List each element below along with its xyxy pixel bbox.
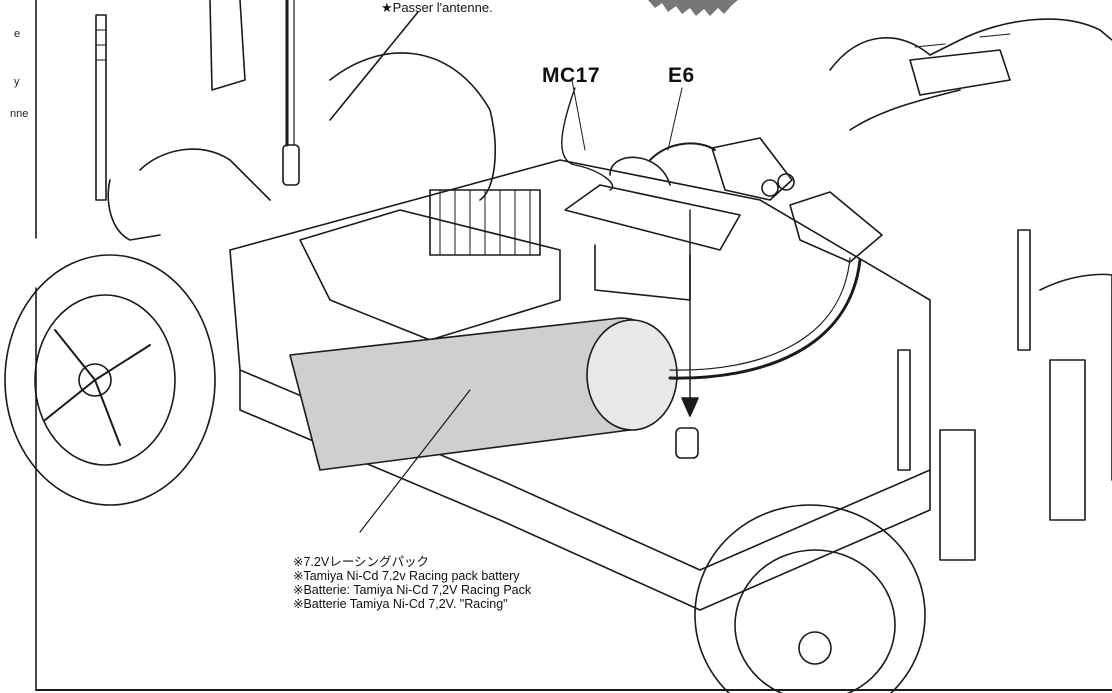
battery-note-fr: ※Batterie Tamiya Ni-Cd 7,2V. "Racing" bbox=[293, 597, 508, 611]
front-right-rim bbox=[734, 549, 896, 693]
battery-connector bbox=[789, 191, 883, 263]
esc-housing bbox=[609, 156, 671, 186]
heatsink-fins bbox=[439, 189, 531, 256]
margin-fragment-1: e bbox=[14, 28, 21, 40]
center-plate bbox=[299, 209, 561, 341]
post-holes bbox=[95, 29, 107, 61]
install-arrow-head bbox=[681, 397, 699, 417]
inset-hands bbox=[829, 18, 1112, 71]
margin-fragment-2: y bbox=[14, 76, 20, 88]
badge-starburst bbox=[648, 0, 738, 16]
left-body-post bbox=[95, 14, 107, 201]
battery-notes: ※7.2Vレーシングパック ※Tamiya Ni-Cd 7.2v Racing … bbox=[293, 555, 531, 611]
antenna-note: ★Passer l'antenne. bbox=[381, 0, 493, 15]
antenna-leader-line bbox=[329, 11, 419, 121]
e6-pin-a bbox=[761, 179, 779, 197]
suspension-arm-left bbox=[139, 148, 271, 201]
esc-top bbox=[564, 184, 741, 251]
battery-lead-inner bbox=[669, 257, 851, 371]
e6-leader-line bbox=[667, 87, 683, 151]
battery-leader-line bbox=[359, 389, 471, 533]
e6-pin-b bbox=[777, 173, 795, 191]
shock-right-front bbox=[939, 429, 976, 561]
mc17-leader-line bbox=[571, 79, 586, 151]
e6-wires bbox=[649, 142, 716, 161]
inset-pull-arrows bbox=[914, 33, 1011, 48]
battery-note-de: ※Batterie: Tamiya Ni-Cd 7,2V Racing Pack bbox=[293, 583, 532, 597]
chassis-side bbox=[239, 369, 931, 611]
right-body-post bbox=[1017, 229, 1031, 351]
part-label-e6: E6 bbox=[668, 64, 695, 87]
battery-end-cap bbox=[586, 319, 678, 431]
battery-note-jp: ※7.2Vレーシングパック bbox=[293, 555, 429, 569]
shock-body-left bbox=[107, 179, 161, 241]
rear-left-tire bbox=[329, 52, 496, 201]
front-left-tire bbox=[4, 254, 216, 506]
mc17-clip bbox=[561, 87, 614, 191]
shock-right-rear bbox=[1049, 359, 1086, 521]
e6-connector bbox=[711, 137, 793, 201]
esc-box bbox=[594, 244, 691, 301]
inset-connectors bbox=[849, 49, 1011, 131]
front-right-hub bbox=[798, 631, 832, 665]
part-label-mc17: MC17 bbox=[542, 64, 601, 87]
front-left-spokes bbox=[44, 329, 151, 446]
mount-post bbox=[675, 427, 699, 459]
battery-note-en: ※Tamiya Ni-Cd 7.2v Racing pack battery bbox=[293, 569, 520, 583]
front-right-tire bbox=[694, 504, 926, 693]
battery-lead bbox=[668, 258, 862, 380]
front-left-rim bbox=[34, 294, 176, 466]
margin-fragment-3: nne bbox=[10, 108, 29, 120]
rear-tower-left bbox=[209, 0, 246, 91]
right-body-post-front bbox=[897, 349, 911, 471]
front-left-hub bbox=[78, 363, 112, 397]
antenna-post bbox=[282, 144, 300, 186]
